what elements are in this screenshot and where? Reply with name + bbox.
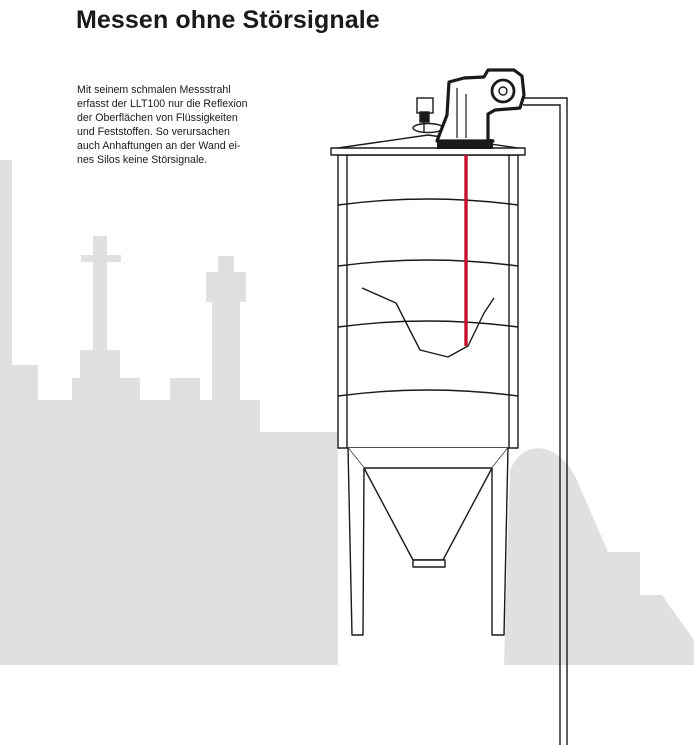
description-line: und Feststoffen. So verursachen [77, 126, 230, 138]
description-line: auch Anhaftungen an der Wand ei- [77, 140, 241, 152]
description-line: Mit seinem schmalen Messstrahl [77, 84, 231, 96]
page-title: Messen ohne Störsignale [76, 6, 380, 34]
description-line: der Oberflächen von Flüssigkeiten [77, 112, 238, 124]
description-line: nes Silos keine Störsignale. [77, 154, 208, 166]
laser-level-transmitter-icon [435, 68, 526, 149]
description-text: Mit seinem schmalen Messstrahl erfasst d… [77, 83, 317, 167]
factory-silhouette-right [504, 448, 694, 665]
roof-valve-icon [416, 97, 434, 132]
factory-silhouette-icon [0, 160, 338, 665]
cable-conduit-icon [523, 97, 568, 745]
description-line: erfasst der LLT100 nur die Reflexion [77, 98, 248, 110]
silo-tank-icon [330, 122, 526, 636]
